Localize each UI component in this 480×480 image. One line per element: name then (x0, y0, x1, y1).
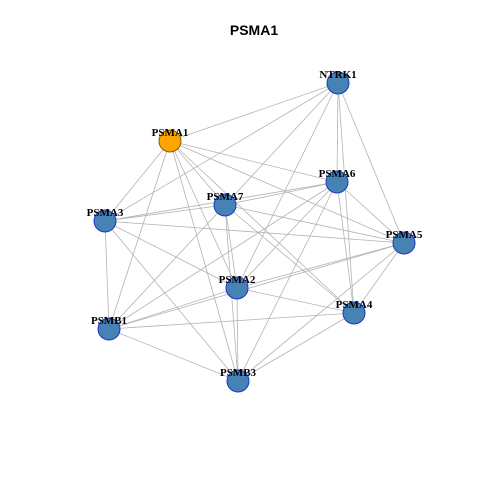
edge-psma5-psma2 (236, 242, 405, 289)
node-psmb1[interactable] (97, 317, 121, 341)
node-label-psma5: PSMA5 (386, 229, 423, 241)
node-psma5[interactable] (392, 231, 416, 255)
edge-psma4-psmb3 (237, 312, 355, 382)
edge-psma5-psma4 (353, 242, 405, 314)
edge-psma7-psmb1 (108, 204, 226, 330)
edge-ntrk1-psma4 (337, 82, 355, 314)
edge-psma3-psma5 (104, 220, 405, 244)
edge-psma4-psmb1 (108, 312, 355, 330)
graph-title: PSMA1 (230, 22, 278, 38)
node-label-ntrk1: NTRK1 (319, 69, 356, 81)
node-layer (93, 71, 416, 393)
edge-psmb1-psmb3 (108, 328, 239, 382)
edge-psma1-psma6 (169, 140, 338, 183)
node-psma2[interactable] (225, 276, 249, 300)
node-label-psma7: PSMA7 (207, 191, 244, 203)
edge-psma7-psma4 (224, 204, 355, 314)
node-psma7[interactable] (213, 193, 237, 217)
edge-psma5-psmb3 (237, 242, 405, 382)
edge-ntrk1-psma6 (336, 82, 339, 183)
node-label-psma4: PSMA4 (336, 299, 373, 311)
node-label-psma3: PSMA3 (87, 207, 124, 219)
edge-psma6-psma4 (336, 181, 355, 314)
edge-ntrk1-psma7 (224, 82, 339, 206)
edge-layer (104, 82, 405, 382)
node-psma6[interactable] (325, 170, 349, 194)
edge-psma7-psma6 (224, 181, 338, 206)
node-label-psmb1: PSMB1 (91, 315, 127, 327)
node-label-psma6: PSMA6 (319, 168, 356, 180)
edge-psma2-psma4 (236, 287, 355, 314)
edge-psma6-psmb1 (108, 181, 338, 330)
edge-psma6-psma5 (336, 181, 405, 244)
edge-psma1-psma4 (169, 140, 355, 314)
edge-psma2-psmb3 (236, 287, 239, 382)
edge-psma3-psmb1 (104, 220, 110, 330)
edge-psma5-psmb1 (108, 242, 405, 330)
node-psma1[interactable] (158, 129, 182, 153)
node-label-psma2: PSMA2 (219, 274, 256, 286)
edge-psma1-psma7 (169, 140, 226, 206)
edge-psma6-psma2 (236, 181, 338, 289)
node-label-psmb3: PSMB3 (220, 367, 257, 379)
edge-psma1-psma2 (169, 140, 238, 289)
edge-psma7-psma5 (224, 204, 405, 244)
edge-psma2-psmb1 (108, 287, 238, 330)
edge-ntrk1-psma3 (104, 82, 339, 222)
node-psmb3[interactable] (226, 369, 250, 393)
edge-psma1-psmb1 (108, 140, 171, 330)
label-layer: NTRK1PSMA1PSMA6PSMA7PSMA3PSMA5PSMA2PSMA4… (87, 69, 423, 379)
node-label-psma1: PSMA1 (152, 127, 189, 139)
edge-ntrk1-psma5 (337, 82, 405, 244)
edge-ntrk1-psma1 (169, 82, 339, 142)
edge-psma6-psmb3 (237, 181, 338, 382)
node-psma4[interactable] (342, 301, 366, 325)
edge-psma3-psmb3 (104, 220, 239, 382)
edge-psma7-psma2 (224, 204, 238, 289)
edge-psma3-psma7 (104, 204, 226, 222)
edge-psma1-psma3 (104, 140, 171, 222)
node-ntrk1[interactable] (326, 71, 350, 95)
edge-psma3-psma2 (104, 220, 238, 289)
edge-ntrk1-psma2 (236, 82, 339, 289)
edge-psma1-psmb3 (169, 140, 239, 382)
node-psma3[interactable] (93, 209, 117, 233)
